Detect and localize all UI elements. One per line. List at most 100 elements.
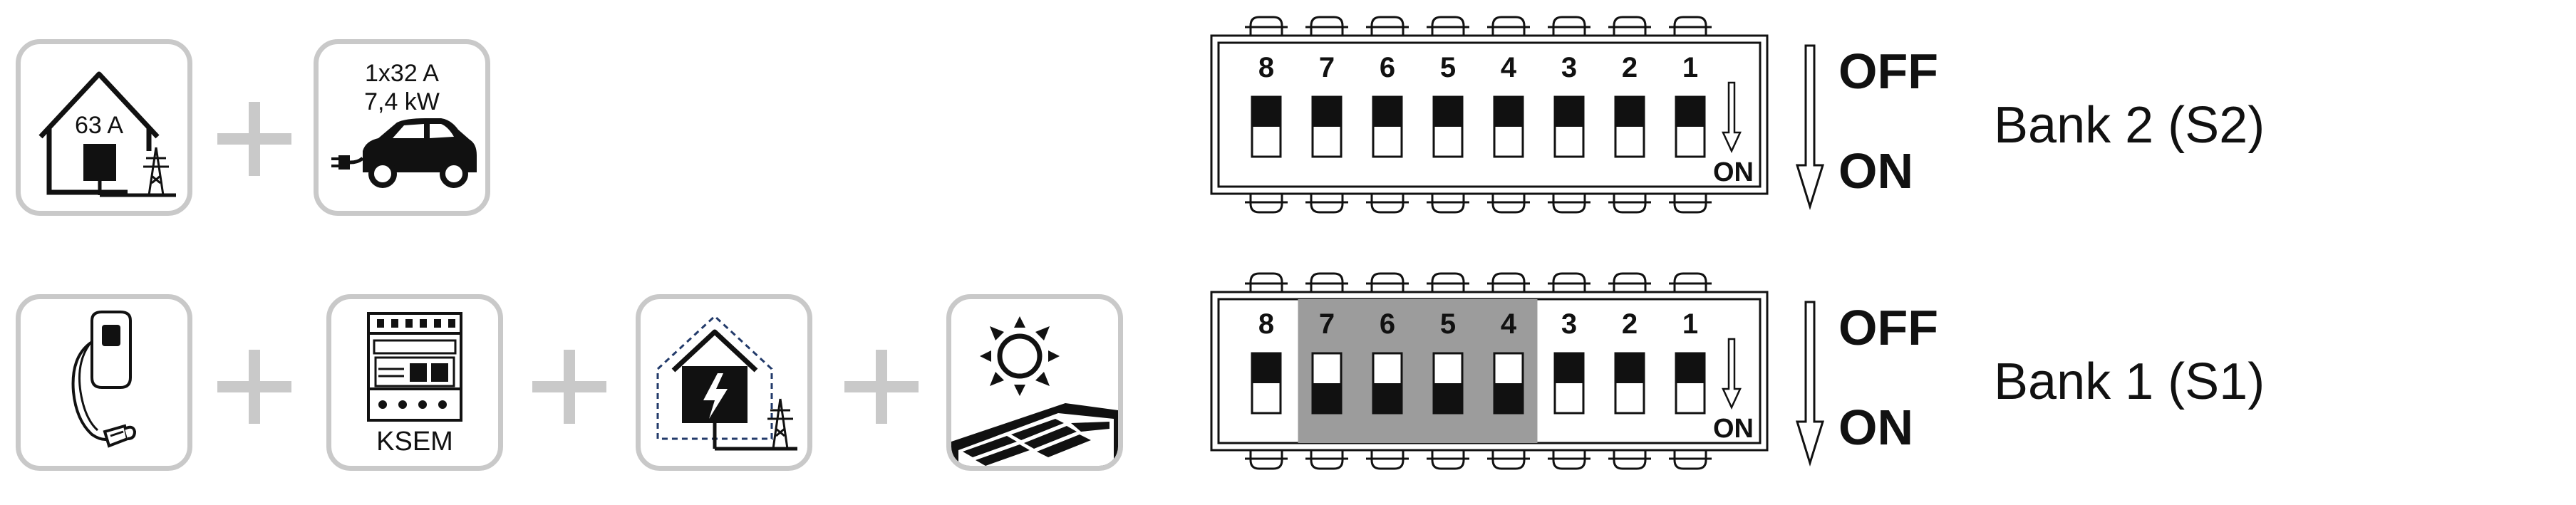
switch-number: 6 [1380, 308, 1395, 340]
switch-knob-off [1373, 97, 1402, 127]
dip-pin [1491, 194, 1526, 214]
dip-pin [1673, 450, 1707, 470]
dip-pin [1613, 194, 1647, 214]
dip-pin [1310, 450, 1344, 470]
dip-pin [1431, 16, 1465, 36]
dip-pin [1613, 450, 1647, 470]
dip-switch-2[interactable]: 2 [1614, 308, 1645, 415]
meter-label: KSEM [376, 427, 453, 457]
dip-pin [1370, 194, 1405, 214]
dip-switch-4[interactable]: 4 [1493, 308, 1524, 415]
switch-number: 5 [1440, 52, 1456, 83]
dip-pin [1370, 450, 1405, 470]
sun-solar-panel-icon [951, 316, 1118, 466]
dip-pin [1249, 16, 1283, 36]
on-label: ON [1838, 400, 1913, 455]
switch-slot [1614, 95, 1645, 158]
car-current-label: 1x32 A [365, 60, 439, 87]
solar-tile [946, 294, 1123, 471]
switch-number: 5 [1440, 308, 1456, 340]
meter-tile: KSEM [326, 294, 503, 471]
dip-switch-1[interactable]: 1 [1675, 308, 1706, 415]
energy-meter-icon: KSEM [367, 312, 462, 457]
switch-slot [1372, 352, 1403, 415]
dip-switch-2[interactable]: 2 [1614, 52, 1645, 158]
dip-pin [1552, 194, 1586, 214]
dip-pin [1431, 272, 1465, 292]
dip-pin [1673, 272, 1707, 292]
dip-pin [1491, 272, 1526, 292]
switch-knob-off [1615, 353, 1644, 383]
car-tile: 1x32 A 7,4 kW [314, 39, 490, 216]
dip-switch-7[interactable]: 7 [1311, 52, 1343, 158]
off-on-arrow-icon [1795, 301, 1825, 467]
wallbox-tile [16, 294, 192, 471]
plus-sign [844, 350, 919, 424]
switch-slot [1372, 95, 1403, 158]
dip-switch-8[interactable]: 8 [1251, 308, 1282, 415]
switch-slot [1675, 95, 1706, 158]
switch-number: 3 [1561, 308, 1577, 340]
dip-pin [1310, 194, 1344, 214]
switch-slot [1493, 352, 1524, 415]
dip-pin [1431, 450, 1465, 470]
dip-pin [1552, 16, 1586, 36]
dip-pin [1552, 450, 1586, 470]
dip-switch-3[interactable]: 3 [1553, 308, 1585, 415]
dip-switch-6[interactable]: 6 [1372, 308, 1403, 415]
wallbox-charger-icon [71, 311, 137, 448]
switch-slot [1311, 95, 1343, 158]
car-power-label: 7,4 kW [364, 88, 440, 115]
switch-knob-off [1615, 97, 1644, 127]
ev-car-plug-icon: 1x32 A 7,4 kW [331, 60, 477, 188]
switch-knob-off [1555, 97, 1583, 127]
switch-slot [1432, 352, 1464, 415]
switch-number: 7 [1319, 52, 1335, 83]
switch-knob-on [1373, 383, 1402, 413]
switch-knob-off [1252, 353, 1281, 383]
dip-pin [1552, 272, 1586, 292]
dip-pin [1431, 194, 1465, 214]
switch-number: 4 [1501, 308, 1517, 340]
dip-pin [1310, 16, 1344, 36]
dip-switch-5[interactable]: 5 [1432, 308, 1464, 415]
dip-switch-7[interactable]: 7 [1311, 308, 1343, 415]
dip-switch-4[interactable]: 4 [1493, 52, 1524, 158]
off-on-arrow-icon [1795, 44, 1825, 211]
dip-pin [1370, 272, 1405, 292]
house-tile: 63 A [16, 39, 192, 216]
switch-knob-off [1434, 97, 1462, 127]
dip-switch-5[interactable]: 5 [1432, 52, 1464, 158]
on-arrow-icon [1722, 81, 1742, 153]
switch-slot [1614, 352, 1645, 415]
dip-pin [1613, 272, 1647, 292]
switch-number: 7 [1319, 308, 1335, 340]
dip-switch-6[interactable]: 6 [1372, 52, 1403, 158]
switch-number: 1 [1682, 52, 1698, 83]
plus-sign [532, 350, 606, 424]
switch-slot [1675, 352, 1706, 415]
switch-number: 3 [1561, 52, 1577, 83]
switch-number: 4 [1501, 52, 1517, 83]
dip-pin [1249, 194, 1283, 214]
switch-knob-on [1434, 383, 1462, 413]
dip-pin [1673, 16, 1707, 36]
on-label: ON [1838, 143, 1913, 199]
switch-knob-on [1313, 383, 1341, 413]
switch-number: 8 [1258, 52, 1274, 83]
house-amp-label: 63 A [75, 112, 123, 139]
switch-number: 2 [1622, 308, 1638, 340]
dip-switch-3[interactable]: 3 [1553, 52, 1585, 158]
on-marker: ON [1713, 414, 1754, 444]
dip-switch-1[interactable]: 1 [1675, 52, 1706, 158]
switch-knob-off [1494, 97, 1523, 127]
bank2-label: Bank 2 (S2) [1994, 97, 2265, 154]
highlighted-switches [1298, 299, 1538, 443]
switch-knob-off [1555, 353, 1583, 383]
on-marker: ON [1713, 157, 1754, 187]
bank1-label: Bank 1 (S1) [1994, 353, 2265, 410]
dip-switch-8[interactable]: 8 [1251, 52, 1282, 158]
switch-knob-off [1252, 97, 1281, 127]
